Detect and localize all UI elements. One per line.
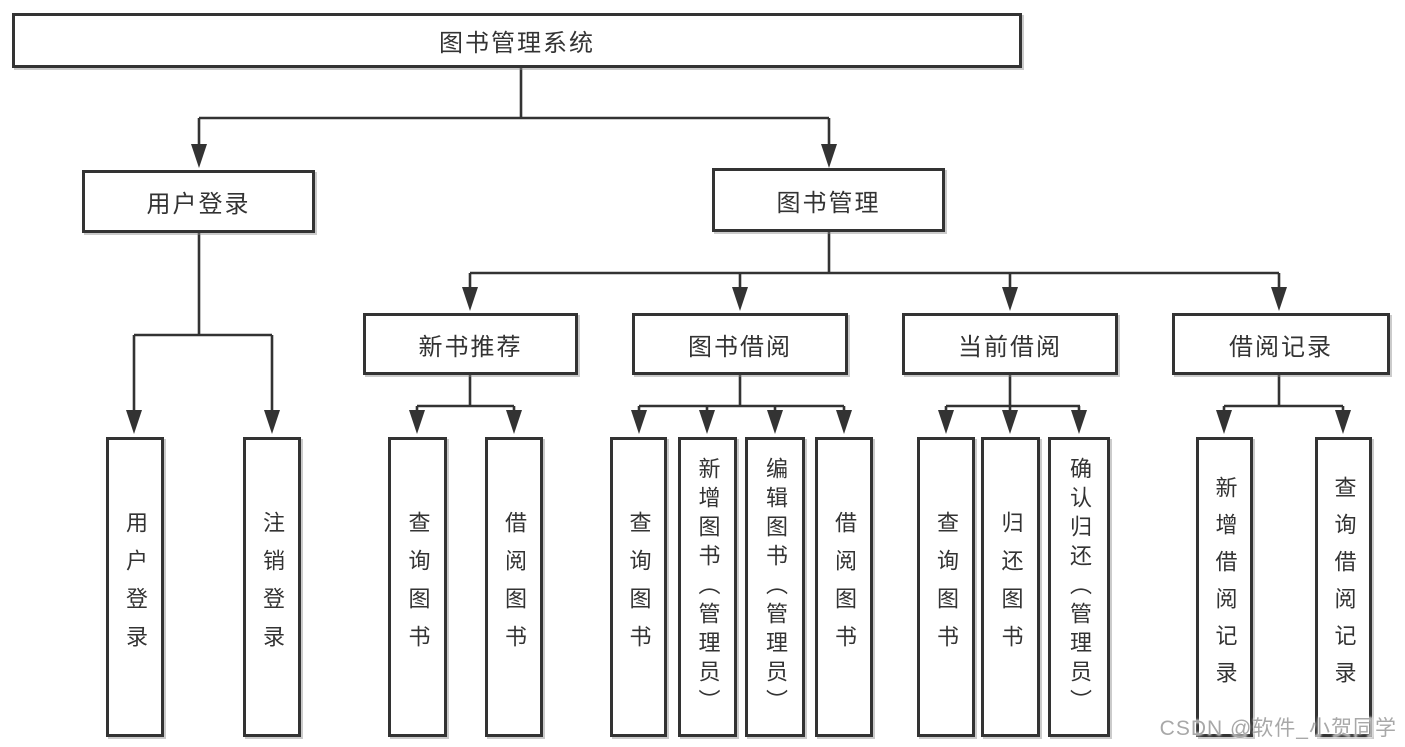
- leaf-query-books-current: 查询图书: [917, 437, 975, 737]
- node-current-borrow: 当前借阅: [902, 313, 1118, 375]
- node-book-borrow: 图书借阅: [632, 313, 848, 375]
- leaf-logout: 注销登录: [243, 437, 301, 737]
- node-label: 图书借阅: [688, 333, 792, 361]
- connector-book-borrow-split: [637, 375, 846, 412]
- connector-user-login-split: [132, 233, 274, 412]
- connector-current-borrow-split: [944, 375, 1081, 412]
- node-label: 注销登录: [260, 511, 285, 663]
- arrowheads: [126, 144, 1351, 434]
- node-label: 确认归还（管理员）: [1067, 456, 1092, 718]
- leaf-edit-book-admin: 编辑图书（管理员）: [745, 437, 805, 737]
- node-label: 查询图书: [405, 511, 431, 663]
- node-label: 图书管理系统: [439, 30, 595, 57]
- leaf-return-book: 归还图书: [981, 437, 1040, 737]
- node-library-system: 图书管理系统: [12, 13, 1022, 68]
- node-book-management: 图书管理: [712, 168, 945, 232]
- node-label: 新增图书（管理员）: [695, 456, 721, 718]
- leaf-add-book-admin: 新增图书（管理员）: [678, 437, 737, 737]
- node-label: 图书管理: [776, 189, 881, 217]
- node-borrow-records: 借阅记录: [1172, 313, 1390, 375]
- leaf-add-borrow-record: 新增借阅记录: [1196, 437, 1253, 737]
- node-user-login: 用户登录: [82, 170, 315, 233]
- node-new-book-recommend: 新书推荐: [363, 313, 578, 375]
- leaf-confirm-return-admin: 确认归还（管理员）: [1048, 437, 1110, 737]
- leaf-query-books-recommend: 查询图书: [388, 437, 447, 737]
- connector-book-management-split: [468, 232, 1281, 289]
- node-label: 借阅图书: [502, 511, 527, 663]
- csdn-watermark: CSDN @软件_小贺同学: [1159, 717, 1397, 740]
- node-label: 借阅图书: [832, 511, 857, 663]
- node-label: 查询借阅记录: [1331, 476, 1357, 698]
- node-label: 当前借阅: [958, 333, 1062, 361]
- connector-new-book-split: [415, 375, 516, 412]
- leaf-query-borrow-record: 查询借阅记录: [1315, 437, 1372, 737]
- node-label: 新增借阅记录: [1212, 476, 1238, 698]
- node-label: 借阅记录: [1229, 333, 1333, 361]
- leaf-borrow-books-recommend: 借阅图书: [485, 437, 543, 737]
- connector-borrow-record-split: [1222, 375, 1345, 412]
- node-label: 编辑图书（管理员）: [763, 456, 788, 718]
- node-label: 查询图书: [934, 511, 959, 663]
- leaf-query-books-borrow: 查询图书: [610, 437, 667, 737]
- node-label: 归还图书: [998, 511, 1024, 663]
- node-label: 用户登录: [146, 191, 251, 218]
- leaf-user-login: 用户登录: [106, 437, 164, 737]
- leaf-borrow-books: 借阅图书: [815, 437, 873, 737]
- node-label: 用户登录: [123, 511, 148, 663]
- connector-root-split: [197, 68, 831, 147]
- node-label: 查询图书: [626, 511, 652, 663]
- node-label: 新书推荐: [418, 333, 523, 361]
